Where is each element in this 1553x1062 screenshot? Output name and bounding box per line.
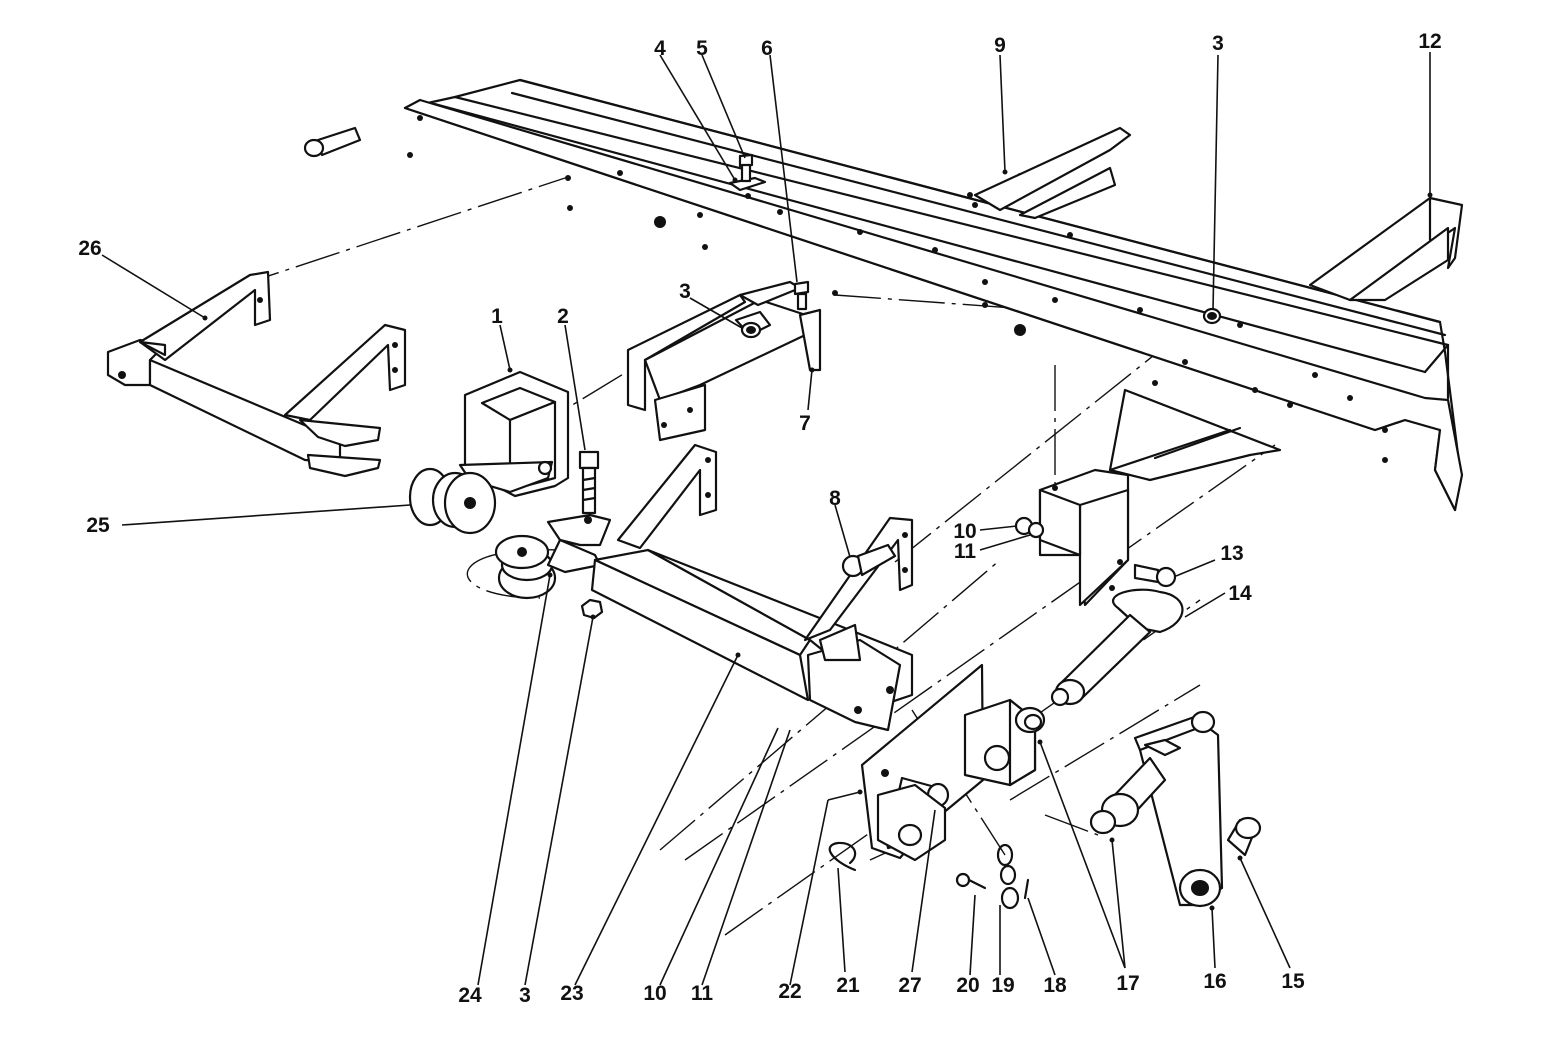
callout-20: 20 [956, 974, 979, 997]
part-3-nut-rail [1202, 307, 1222, 325]
part-3-nut-center [740, 321, 762, 339]
part-22-block [876, 783, 947, 862]
callout-15: 15 [1281, 970, 1305, 993]
callout-25: 25 [86, 514, 110, 537]
main-frame-rail [303, 78, 1464, 512]
callout-18: 18 [1043, 974, 1067, 997]
callout-22: 22 [778, 980, 801, 1003]
callout-10-upper: 10 [953, 520, 976, 543]
center-channel-bracket [626, 280, 838, 442]
callout-14: 14 [1228, 582, 1252, 605]
part-16-lever-arm [1089, 710, 1224, 908]
callout-3-mid: 3 [679, 280, 691, 303]
part-1-bracket [458, 370, 570, 498]
part-6-bolt [793, 280, 810, 311]
part-3-nut [580, 598, 604, 620]
part-18-pin [1023, 878, 1030, 900]
part-20-bolt [955, 872, 987, 890]
callout-26: 26 [78, 237, 101, 260]
callout-17: 17 [1116, 972, 1139, 995]
part-4-5-bolt-plate [728, 153, 767, 192]
callout-6: 6 [761, 37, 773, 60]
part-21-clip [828, 841, 857, 872]
callout-12: 12 [1418, 30, 1441, 53]
part-23-lower-frame [546, 443, 914, 732]
part-8-bolt [841, 543, 897, 578]
right-hanger-bracket [1038, 468, 1130, 607]
callout-16: 16 [1203, 970, 1226, 993]
callout-11-lower: 11 [691, 982, 714, 1005]
part-2-long-bolt [578, 450, 600, 515]
callout-10-lower: 10 [643, 982, 666, 1005]
part-13-bolt [1133, 563, 1177, 588]
leader-lines [101, 52, 1431, 986]
part-14-pin [1050, 588, 1184, 707]
part-9-cross-member [973, 126, 1132, 220]
callout-3-top: 3 [1212, 32, 1224, 55]
callout-3-bottom: 3 [519, 984, 531, 1007]
part-17-block [963, 698, 1046, 787]
part-12-rear-arm [1308, 196, 1464, 302]
callout-21: 21 [836, 974, 860, 997]
callout-11-upper: 11 [954, 540, 977, 563]
callout-27: 27 [898, 974, 921, 997]
leader-dots [202, 169, 1433, 911]
callout-labels: 4 5 6 9 3 12 26 1 2 3 7 8 10 11 13 14 25… [78, 30, 1441, 1007]
callout-2: 2 [557, 305, 569, 328]
callout-24: 24 [458, 984, 482, 1007]
callout-1: 1 [491, 305, 503, 328]
callout-4: 4 [654, 37, 666, 60]
callout-23: 23 [560, 982, 583, 1005]
part-19-chain [996, 843, 1020, 910]
callout-19: 19 [991, 974, 1014, 997]
callout-7: 7 [799, 412, 811, 435]
callout-5: 5 [696, 37, 708, 60]
callout-9: 9 [994, 34, 1006, 57]
part-26-left-support [106, 270, 407, 478]
callout-13: 13 [1220, 542, 1243, 565]
part-10-11-nut-upper [1014, 516, 1045, 539]
part-25-rollers [408, 467, 557, 600]
part-15-pin [1226, 816, 1262, 857]
callout-8: 8 [829, 487, 841, 510]
lower-frame-beam [1108, 388, 1282, 482]
